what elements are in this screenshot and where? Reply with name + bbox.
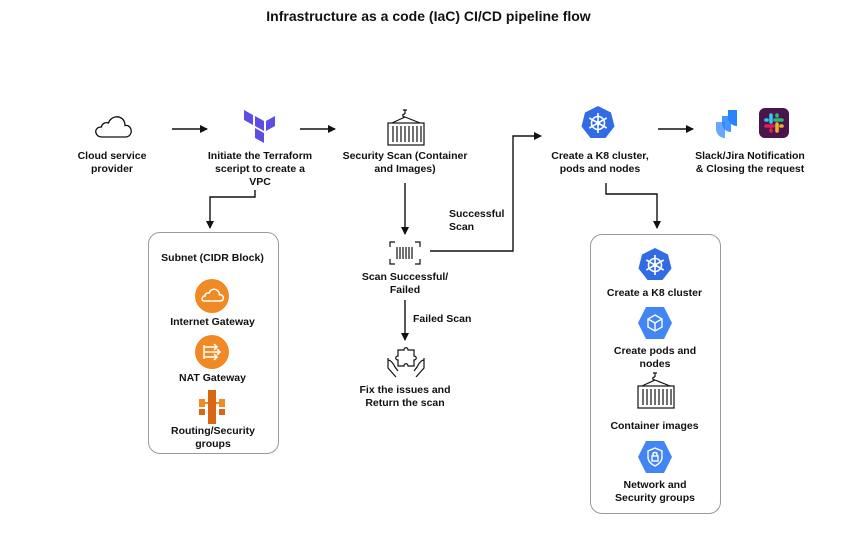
fix-issues-label: Fix the issues and Return the scan — [359, 384, 451, 409]
terraform-vpc-label: Initiate the Terraform sceript to create… — [207, 150, 313, 188]
create-k8-cluster-item-label: Create a K8 cluster — [606, 287, 703, 299]
routing-security-icon — [199, 390, 225, 424]
network-security-groups-label: Network and Security groups — [615, 479, 695, 504]
internet-gateway-icon — [195, 279, 229, 313]
routing-security-groups-label: Routing/Security groups — [170, 425, 255, 450]
arrow-k8s-to-panel — [605, 183, 661, 229]
slack-icon — [759, 108, 789, 138]
failed-scan-label: Failed Scan — [413, 313, 472, 325]
successful-scan-label: Successful Scan — [449, 208, 505, 233]
create-k8-cluster-label: Create a K8 cluster, pods and nodes — [551, 150, 649, 175]
puzzle-hands-icon — [387, 347, 425, 378]
cloud-service-provider-label: Cloud service provider — [77, 150, 147, 175]
kubernetes-cluster-icon — [638, 248, 672, 280]
subnet-cidr-label: Subnet (CIDR Block) — [161, 252, 264, 264]
nat-gateway-label: NAT Gateway — [179, 372, 246, 384]
slack-jira-notification-label: Slack/Jira Notification & Closing the re… — [695, 150, 805, 175]
create-pods-nodes-label: Create pods and nodes — [613, 345, 697, 370]
barcode-scan-icon — [389, 241, 421, 265]
gke-pods-icon — [638, 307, 672, 339]
cloud-icon — [95, 116, 132, 138]
security-lock-icon — [638, 441, 672, 473]
kubernetes-icon — [581, 106, 615, 138]
security-scan-label: Security Scan (Container and Images) — [342, 150, 468, 175]
internet-gateway-label: Internet Gateway — [170, 316, 255, 328]
scan-result-label: Scan Successful/ Failed — [361, 271, 449, 296]
container-images-icon — [637, 372, 675, 409]
terraform-icon — [244, 110, 275, 143]
page-title: Infrastructure as a code (IaC) CI/CD pip… — [266, 8, 591, 24]
arrow-terraform-to-vpc-panel — [206, 190, 256, 229]
nat-gateway-icon — [195, 335, 229, 369]
jira-icon — [709, 110, 737, 138]
container-icon — [387, 109, 425, 146]
container-images-label: Container images — [610, 420, 699, 432]
arrow-successful-scan — [430, 132, 542, 252]
